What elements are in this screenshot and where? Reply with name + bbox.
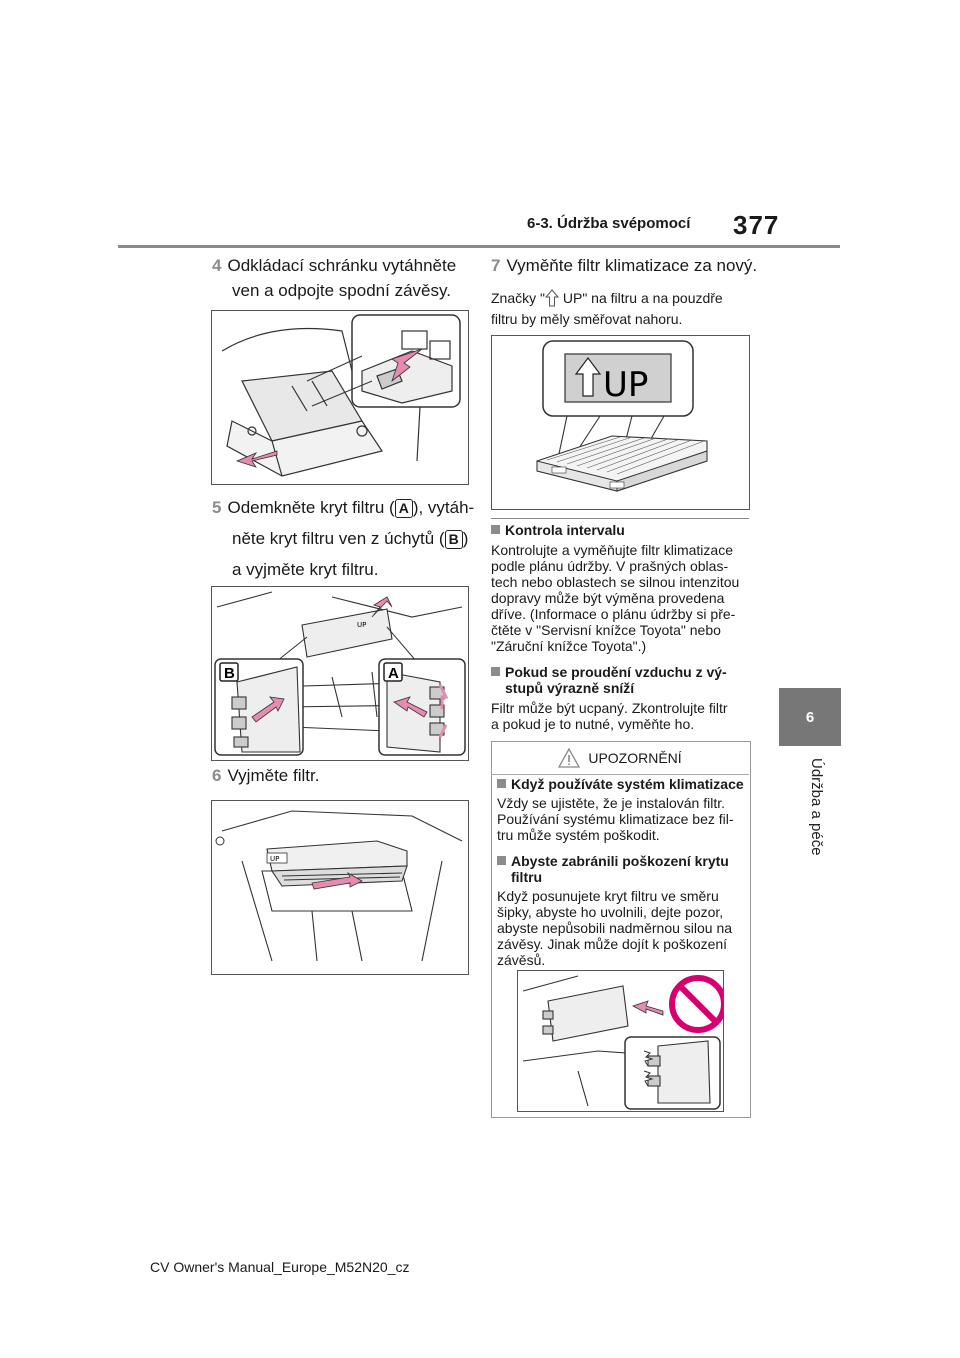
step-7: 7 Vyměňte filtr klimatizace za nový. [491,253,757,278]
step-text: Odkládací schránku vytáhněte [227,256,457,275]
body-line: závěsů. [497,952,546,968]
body-line: "Záruční knížce Toyota".) [491,638,647,654]
section-heading: Pokud se proudění vzduchu z vý- [505,664,727,680]
section-heading: Kontrola intervalu [505,522,625,538]
note-text: filtru by měly směřovat nahoru. [491,311,683,327]
step-text: ) [462,529,469,548]
section-bullet-icon [497,779,506,788]
step-text: Vyměňte filtr klimatizace za nový. [506,256,758,275]
body-line: tech nebo oblastech se silnou intenzitou [491,574,740,590]
body-line: Používání systému klimatizace bez fil- [497,811,734,827]
callout-b: B [224,665,235,682]
warning-heading: Když používáte systém klimatizace [511,776,744,792]
section-bullet-icon [491,667,500,676]
filter-up-mark: UP [270,855,279,863]
cover-up-mark: UP [357,621,366,629]
label-a: A [394,499,413,518]
step-text: něte kryt filtru ven z úchytů ( [232,529,445,548]
remove-filter-illustration: UP [215,810,463,962]
body-line: závěsy. Jinak může dojít k poškození [497,936,728,952]
body-line: Vždy se ujistěte, že je instalován filtr… [497,795,725,811]
callout-a: A [388,665,399,682]
figure-prohibited-force [517,970,727,1112]
figure-glovebox [211,310,469,485]
body-line: Kontrolujte a vyměňujte filtr klimatizac… [491,542,733,558]
section-interval: Kontrola intervalu Kontrolujte a vyměňuj… [491,522,761,654]
body-line: dopravy může být výměna provedena [491,590,725,606]
body-line: dříve. (Informace o plánu údržby si pře- [491,606,736,622]
warning-box [491,741,751,1118]
step-number: 7 [491,256,501,275]
step-5: 5 Odemkněte kryt filtru (A), vytáh- něte … [212,495,482,582]
section-body: Kontrolujte a vyměňujte filtr klimatizac… [491,542,761,654]
new-filter-illustration: UP [536,340,708,492]
page-number: 377 [733,210,780,240]
step-text: a vyjměte kryt filtru. [232,560,379,579]
figure-filter-cover: UP B A [211,586,469,761]
label-b: B [444,530,463,549]
note-text: UP" na filtru a na pouzdře [558,290,723,306]
step-4: 4 Odkládací schránku vytáhněte ven a odpo… [212,253,472,303]
footer-text: CV Owner's Manual_Europe_M52N20_cz [150,1259,410,1275]
divider [491,518,749,519]
warning-body: Když posunujete kryt filtru ve směru šip… [497,888,747,968]
body-line: Filtr může být ucpaný. Zkontrolujte filt… [491,700,728,716]
step-number: 4 [212,256,222,275]
section-title: 6-3. Údržba svépomocí [527,215,691,232]
warning-item-ac: Když používáte systém klimatizace Vždy s… [497,776,747,843]
figure-new-filter: UP [491,335,750,510]
body-line: čtěte v "Servisní knížce Toyota" nebo [491,622,721,638]
figure-remove-filter: UP [211,800,469,975]
section-body: Filtr může být ucpaný. Zkontrolujte filt… [491,700,761,732]
warning-icon [558,747,581,768]
warning-title: UPOZORNĚNÍ [491,741,749,775]
body-line: a pokud je to nutné, vyměňte ho. [491,716,695,732]
warning-heading: filtru [511,869,543,885]
up-label: UP [603,365,648,405]
body-line: abyste nepůsobili nadměrnou silou na [497,920,733,936]
glovebox-illustration [221,314,461,477]
filter-cover-illustration: UP B A [214,591,466,756]
step-text: ven a odpojte spodní závěsy. [232,281,451,300]
arrow-up-icon [544,289,560,307]
up-mark-note: Značky " UP" na filtru a na pouzdře filt… [491,289,761,327]
section-bullet-icon [491,525,500,534]
section-bullet-icon [497,856,506,865]
warning-body: Vždy se ujistěte, že je instalován filtr… [497,795,747,843]
step-6: 6 Vyjměte filtr. [212,763,319,788]
body-line: Když posunujete kryt filtru ve směru [497,888,719,904]
step-text: Vyjměte filtr. [227,766,320,785]
prohibited-force-illustration [522,975,727,1110]
step-number: 6 [212,766,222,785]
warning-title-text: UPOZORNĚNÍ [588,749,682,766]
note-text: Značky " [491,290,545,306]
body-line: podle plánu údržby. V prašných oblas- [491,558,729,574]
step-number: 5 [212,498,222,517]
section-airflow: Pokud se proudění vzduchu z vý-stupů výr… [491,664,761,732]
chapter-title: Údržba a péče [808,758,825,856]
header-rule [118,245,840,248]
step-text: Odemkněte kryt filtru ( [227,498,395,517]
step-text: ), vytáh- [412,498,475,517]
section-heading: stupů výrazně sníží [505,680,635,696]
body-line: tru může systém poškodit. [497,827,660,843]
chapter-tab: 6 [779,688,841,746]
body-line: šipky, abyste ho uvolnili, dejte pozor, [497,904,724,920]
warning-heading: Abyste zabránili poškození krytu [511,853,729,869]
